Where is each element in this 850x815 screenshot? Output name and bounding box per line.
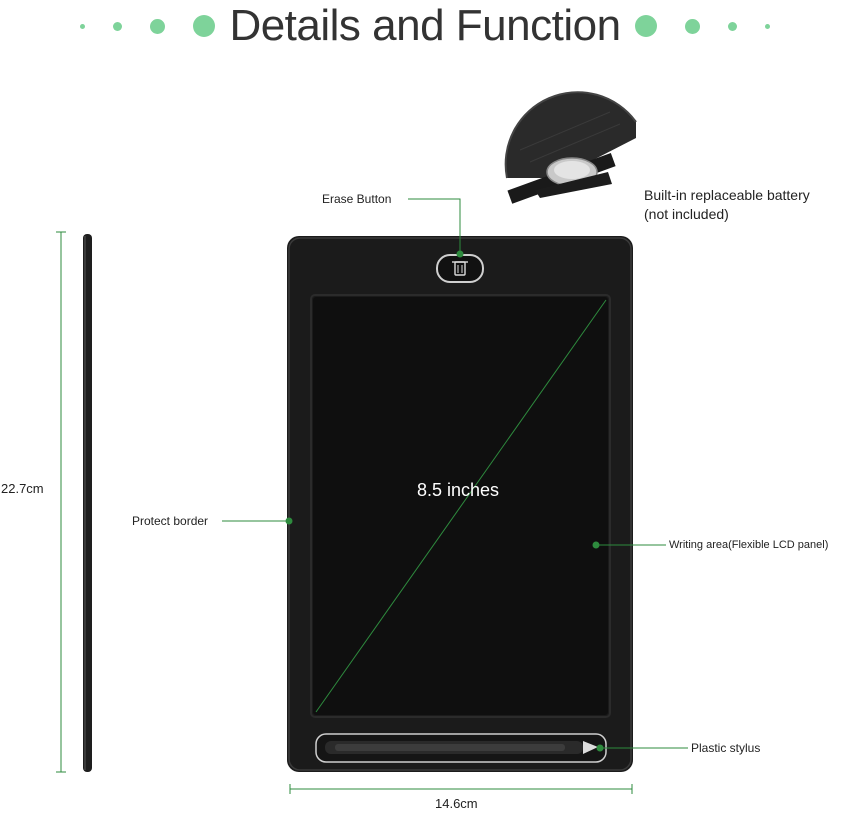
page-title: Details and Function [229, 1, 621, 50]
writing-area-callout [592, 541, 666, 549]
diagonal-line [315, 299, 607, 713]
width-dimension-label: 14.6cm [435, 796, 478, 811]
decor-dot-icon [727, 21, 737, 31]
diagonal-size-label: 8.5 inches [417, 480, 500, 500]
decor-dot-icon [80, 23, 86, 29]
stylus-holder [315, 733, 607, 763]
page-title-row: Details and Function [0, 0, 850, 52]
battery-label: Built-in replaceable battery (not includ… [644, 186, 810, 224]
width-dimension-line [289, 784, 633, 794]
stylus-callout [596, 744, 688, 752]
stylus-label: Plastic stylus [691, 741, 761, 755]
decor-dot-icon [113, 21, 123, 31]
erase-button-graphic [436, 254, 484, 283]
decor-dot-icon [684, 18, 700, 34]
battery-label-line2: (not included) [644, 206, 729, 222]
battery-cutaway [504, 91, 637, 204]
erase-button-label: Erase Button [322, 192, 392, 206]
decor-dot-icon [193, 15, 216, 37]
height-dimension-line [56, 231, 66, 773]
protect-border-label: Protect border [132, 514, 209, 528]
battery-label-line1: Built-in replaceable battery [644, 187, 810, 203]
decor-dot-icon [150, 18, 166, 34]
writing-area-label: Writing area(Flexible LCD panel) [669, 539, 829, 551]
decor-dot-icon [634, 15, 657, 37]
erase-callout [408, 198, 464, 258]
height-dimension-label: 22.7cm [1, 481, 44, 496]
decor-dot-icon [764, 23, 770, 29]
protect-border-callout [222, 517, 293, 525]
